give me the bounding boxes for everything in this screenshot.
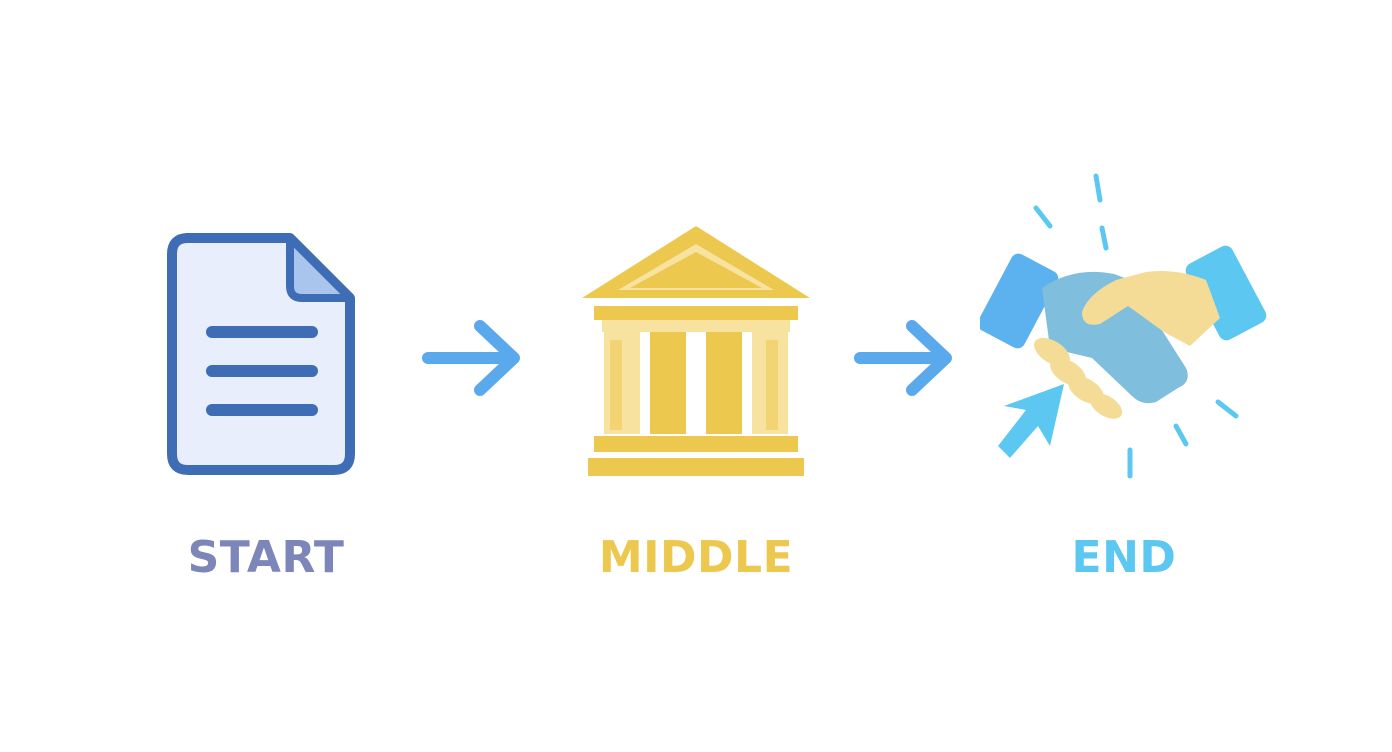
bank-building-icon bbox=[582, 226, 810, 476]
document-icon bbox=[167, 233, 355, 475]
step-label-end: END bbox=[1071, 532, 1177, 583]
handshake-icon bbox=[980, 173, 1267, 479]
arrow-right-icon bbox=[422, 320, 520, 396]
arrow-right-icon bbox=[854, 320, 952, 396]
step-label-start: START bbox=[187, 532, 345, 583]
step-label-middle: MIDDLE bbox=[598, 532, 794, 583]
